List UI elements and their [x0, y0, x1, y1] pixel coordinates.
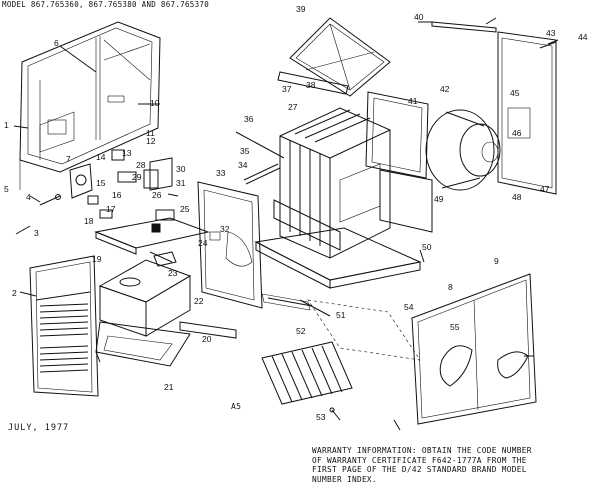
bolt-44: [539, 41, 557, 49]
warranty-information: WARRANTY INFORMATION: OBTAIN THE CODE NU…: [312, 446, 532, 484]
callout-12: 12: [146, 136, 156, 146]
callout-35: 35: [240, 146, 250, 156]
callout-15: 15: [96, 178, 106, 188]
callout-21: 21: [164, 382, 174, 392]
callout-8: 8: [448, 282, 453, 292]
revision-date: JULY, 1977: [8, 423, 70, 433]
top-cover: [289, 17, 391, 97]
callout-20: 20: [202, 334, 212, 344]
center-front-panel: [197, 181, 263, 309]
callout-14: 14: [96, 152, 106, 162]
callout-32: 32: [220, 224, 230, 234]
rod-40: [431, 21, 497, 33]
callout-1: 1: [4, 120, 9, 130]
small-parts-cluster: [39, 149, 175, 233]
callout-40: 40: [414, 12, 424, 22]
heat-exchanger: [273, 107, 391, 259]
tray-drawer: [95, 321, 191, 367]
callout-39: 39: [296, 4, 306, 14]
leader-lines: [13, 17, 534, 431]
dashed-outline: [307, 299, 421, 361]
rod-36: [235, 131, 285, 159]
callout-33: 33: [216, 168, 226, 178]
callout-13: 13: [122, 148, 132, 158]
callout-24: 24: [198, 238, 208, 248]
callout-54: 54: [404, 302, 414, 312]
callout-28: 28: [136, 160, 146, 170]
model-header: MODEL 867.765360, 867.765380 AND 867.765…: [2, 0, 210, 9]
callout-25: 25: [180, 204, 190, 214]
callout-34: 34: [238, 160, 248, 170]
callout-30: 30: [176, 164, 186, 174]
right-panel: [497, 31, 559, 195]
callout-5: 5: [4, 184, 9, 194]
callout-44: 44: [578, 32, 588, 42]
side-panel-49: [379, 169, 433, 233]
front-panel: [29, 255, 99, 397]
callout-27: 27: [288, 102, 298, 112]
base-tray: [94, 217, 210, 267]
base-pan: [254, 227, 422, 311]
callout-11: 11: [146, 128, 155, 138]
page-reference: A5: [231, 402, 242, 411]
large-side-panel: [411, 273, 537, 425]
callout-3: 3: [34, 228, 39, 238]
callout-29: 29: [132, 172, 142, 182]
warranty-line: OF WARRANTY CERTIFICATE F642-1777A FROM …: [312, 455, 527, 465]
strip-22: [179, 321, 237, 339]
callout-10: 10: [150, 98, 160, 108]
callout-23: 23: [168, 268, 178, 278]
callout-18: 18: [84, 216, 94, 226]
callout-46: 46: [512, 128, 522, 138]
rod-34: [243, 163, 279, 181]
callout-55: 55: [450, 322, 460, 332]
bar-38: [277, 71, 349, 95]
callout-6: 6: [54, 38, 59, 48]
warranty-line: NUMBER INDEX.: [312, 474, 377, 484]
callout-42: 42: [440, 84, 450, 94]
side-panel-41-inner: [371, 97, 423, 173]
callout-45: 45: [510, 88, 520, 98]
callout-41: 41: [408, 96, 418, 106]
grate-52: [261, 341, 353, 405]
callout-labels: 1234567891011121314151617181920212223242…: [4, 4, 588, 422]
callout-17: 17: [106, 204, 116, 214]
callout-16: 16: [112, 190, 122, 200]
screw-53-head: [329, 407, 335, 413]
warranty-line: WARRANTY INFORMATION: OBTAIN THE CODE NU…: [312, 446, 532, 455]
callout-38: 38: [306, 80, 316, 90]
callout-36: 36: [244, 114, 254, 124]
callout-4: 4: [26, 192, 31, 202]
callout-7: 7: [66, 154, 71, 164]
callout-37: 37: [282, 84, 292, 94]
blower-assembly: [425, 109, 501, 191]
callout-2: 2: [12, 288, 17, 298]
callout-48: 48: [512, 192, 522, 202]
callout-49: 49: [434, 194, 444, 204]
side-panel-41: [365, 91, 429, 179]
callout-26: 26: [152, 190, 162, 200]
callout-19: 19: [92, 254, 102, 264]
callout-50: 50: [422, 242, 432, 252]
callout-43: 43: [546, 28, 556, 38]
callout-53: 53: [316, 412, 326, 422]
burner-box: [98, 259, 192, 337]
callout-31: 31: [176, 178, 186, 188]
rod-34b: [245, 167, 281, 185]
callout-9: 9: [494, 256, 499, 266]
back-frame-assembly: [19, 21, 161, 190]
warranty-line: FIRST PAGE OF THE D/42 STANDARD BRAND MO…: [312, 465, 527, 474]
callout-52: 52: [296, 326, 306, 336]
callout-47: 47: [540, 184, 550, 194]
callout-51: 51: [336, 310, 346, 320]
callout-22: 22: [194, 296, 204, 306]
